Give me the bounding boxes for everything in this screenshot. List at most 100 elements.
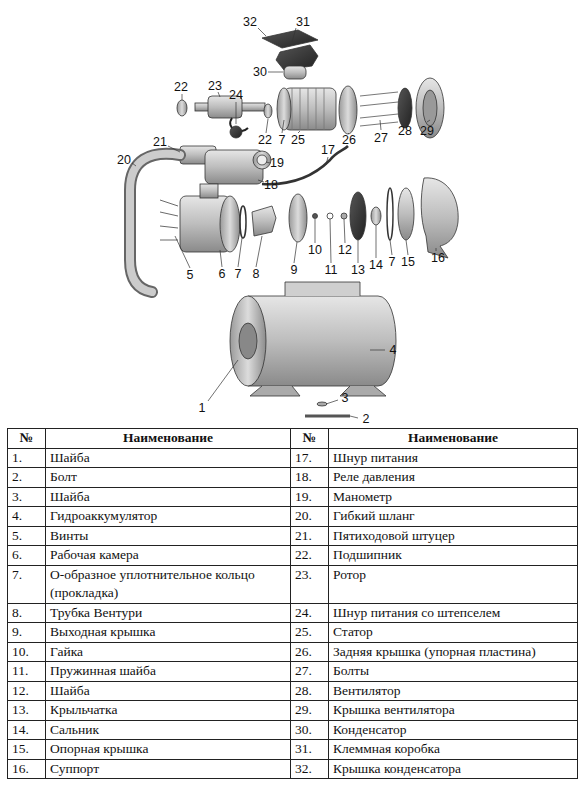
table-name: Клеммная коробка	[329, 740, 578, 760]
table-name: Выходная крышка	[46, 623, 291, 643]
callout-number: 8	[253, 267, 260, 281]
table-number: 18.	[291, 468, 329, 488]
callout-number: 1	[199, 401, 206, 415]
callout-number: 11	[325, 263, 338, 277]
callout-number: 14	[369, 258, 383, 272]
table-header: №	[8, 429, 46, 449]
table-name: Шайба	[46, 681, 291, 701]
callout-number: 7	[235, 267, 242, 281]
table-number: 23.	[291, 565, 329, 603]
table-name: Рабочая камера	[46, 546, 291, 566]
callout-number: 16	[431, 251, 445, 265]
table-name: Шнур питания со штепселем	[329, 603, 578, 623]
callout-number: 24	[229, 88, 243, 102]
callout-number: 6	[219, 267, 226, 281]
callout-number: 21	[153, 135, 167, 149]
table-number: 21.	[291, 526, 329, 546]
callout-number: 22	[258, 133, 272, 147]
callout-number: 27	[374, 131, 388, 145]
table-name: Крышка вентилятора	[329, 701, 578, 721]
table-name: Статор	[329, 623, 578, 643]
table-number: 28.	[291, 681, 329, 701]
table-name: Вентилятор	[329, 681, 578, 701]
table-name: Болт	[46, 468, 291, 488]
table-number: 17.	[291, 448, 329, 468]
callout-number: 3	[342, 391, 349, 405]
callout-number: 31	[296, 15, 310, 29]
table-name: Реле давления	[329, 468, 578, 488]
callout-number: 23	[208, 79, 222, 93]
table-name: Задняя крышка (упорная пластина)	[329, 642, 578, 662]
callout-number: 15	[401, 255, 415, 269]
table-name: Конденсатор	[329, 720, 578, 740]
callout-number: 5	[187, 268, 194, 282]
table-name: О-образное уплотнительное кольцо (прокла…	[46, 565, 291, 603]
table-number: 20.	[291, 507, 329, 527]
table-name: Гидроаккумулятор	[46, 507, 291, 527]
table-header: №	[291, 429, 329, 449]
table-name: Суппорт	[46, 759, 291, 779]
table-number: 31.	[291, 740, 329, 760]
table-number: 3.	[8, 487, 46, 507]
callout-number: 19	[270, 156, 284, 170]
table-name: Трубка Вентури	[46, 603, 291, 623]
callout-number: 17	[321, 143, 335, 157]
table-number: 2.	[8, 468, 46, 488]
table-number: 15.	[8, 740, 46, 760]
callout-number: 7	[279, 133, 286, 147]
callout-number: 29	[420, 124, 434, 138]
table-name: Крышка конденсатора	[329, 759, 578, 779]
table-number: 10.	[8, 642, 46, 662]
table-name: Болты	[329, 662, 578, 682]
table-number: 32.	[291, 759, 329, 779]
callout-number: 12	[338, 243, 352, 257]
callout-number: 18	[264, 178, 278, 192]
table-name: Гибкий шланг	[329, 507, 578, 527]
table-name: Сальник	[46, 720, 291, 740]
table-name: Шайба	[46, 487, 291, 507]
table-number: 9.	[8, 623, 46, 643]
table-name: Шайба	[46, 448, 291, 468]
table-name: Манометр	[329, 487, 578, 507]
table-number: 22.	[291, 546, 329, 566]
table-number: 13.	[8, 701, 46, 721]
table-header: Наименование	[46, 429, 291, 449]
callout-number: 13	[351, 263, 365, 277]
callout-number: 28	[398, 124, 412, 138]
table-number: 5.	[8, 526, 46, 546]
callout-number: 2	[363, 412, 370, 426]
callout-number: 30	[253, 65, 267, 79]
table-number: 12.	[8, 681, 46, 701]
table-number: 1.	[8, 448, 46, 468]
table-name: Крыльчатка	[46, 701, 291, 721]
table-number: 6.	[8, 546, 46, 566]
table-number: 4.	[8, 507, 46, 527]
parts-table: №Наименование№Наименование1.Шайба17.Шнур…	[7, 428, 578, 779]
callout-number: 4	[390, 343, 397, 357]
table-name: Опорная крышка	[46, 740, 291, 760]
table-number: 11.	[8, 662, 46, 682]
table-header: Наименование	[329, 429, 578, 449]
table-name: Гайка	[46, 642, 291, 662]
callout-number: 25	[291, 133, 305, 147]
table-number: 24.	[291, 603, 329, 623]
table-number: 8.	[8, 603, 46, 623]
table-name: Подшипник	[329, 546, 578, 566]
table-number: 25.	[291, 623, 329, 643]
table-name: Пятиходовой штуцер	[329, 526, 578, 546]
callout-number: 20	[117, 153, 131, 167]
callout-number: 26	[342, 133, 356, 147]
table-name: Шнур питания	[329, 448, 578, 468]
table-number: 26.	[291, 642, 329, 662]
table-number: 27.	[291, 662, 329, 682]
table-name: Ротор	[329, 565, 578, 603]
callout-number: 32	[243, 15, 257, 29]
callout-number: 10	[308, 243, 322, 257]
table-number: 30.	[291, 720, 329, 740]
pump-illustration	[0, 0, 581, 430]
table-name: Пружинная шайба	[46, 662, 291, 682]
table-number: 16.	[8, 759, 46, 779]
table-number: 14.	[8, 720, 46, 740]
callout-number: 9	[291, 263, 298, 277]
table-name: Винты	[46, 526, 291, 546]
